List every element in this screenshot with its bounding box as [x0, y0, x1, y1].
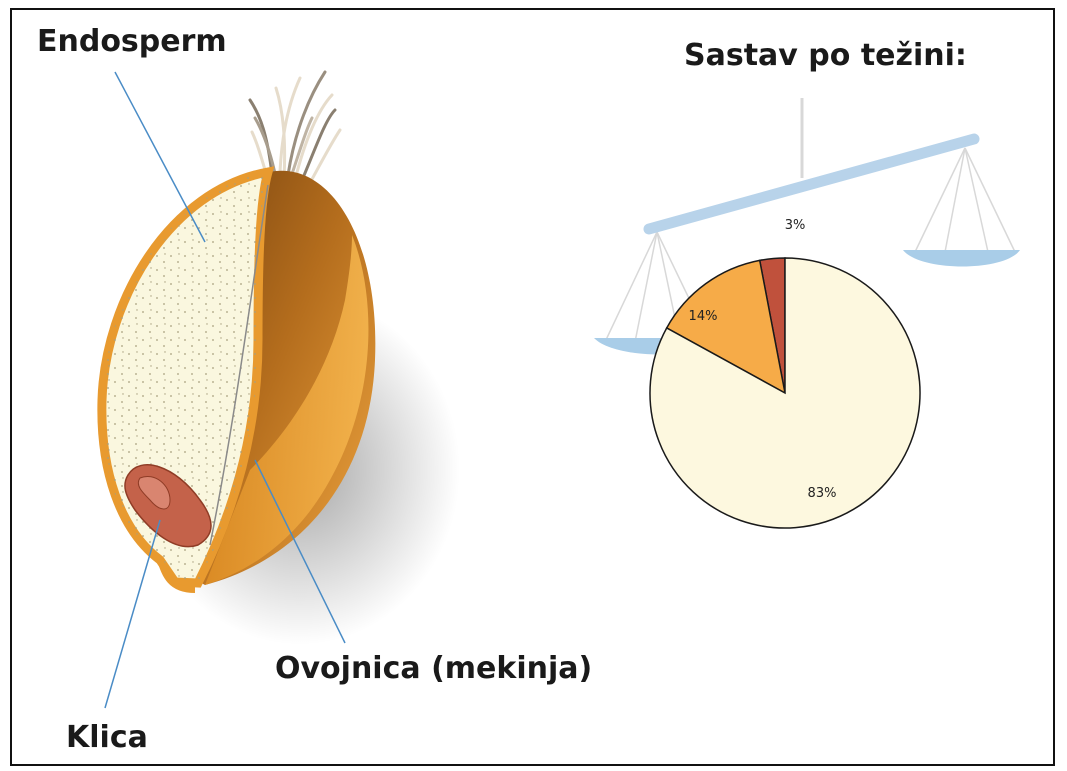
composition-pie-chart: 83% 14% 3% [650, 218, 920, 528]
leader-line-germ [105, 520, 160, 708]
pie-label-83: 83% [808, 486, 837, 501]
label-germ: Klica [66, 720, 148, 755]
wheat-grain [102, 72, 460, 645]
pie-label-14: 14% [689, 309, 718, 324]
label-endosperm: Endosperm [37, 24, 227, 59]
scale-beam [649, 139, 974, 229]
label-bran: Ovojnica (mekinja) [275, 651, 592, 686]
right-pan-strings [915, 148, 1015, 252]
right-scale-pan [903, 250, 1020, 267]
leader-line-endosperm [115, 72, 205, 242]
composition-title: Sastav po težini: [684, 38, 967, 73]
pie-label-3: 3% [785, 218, 806, 233]
